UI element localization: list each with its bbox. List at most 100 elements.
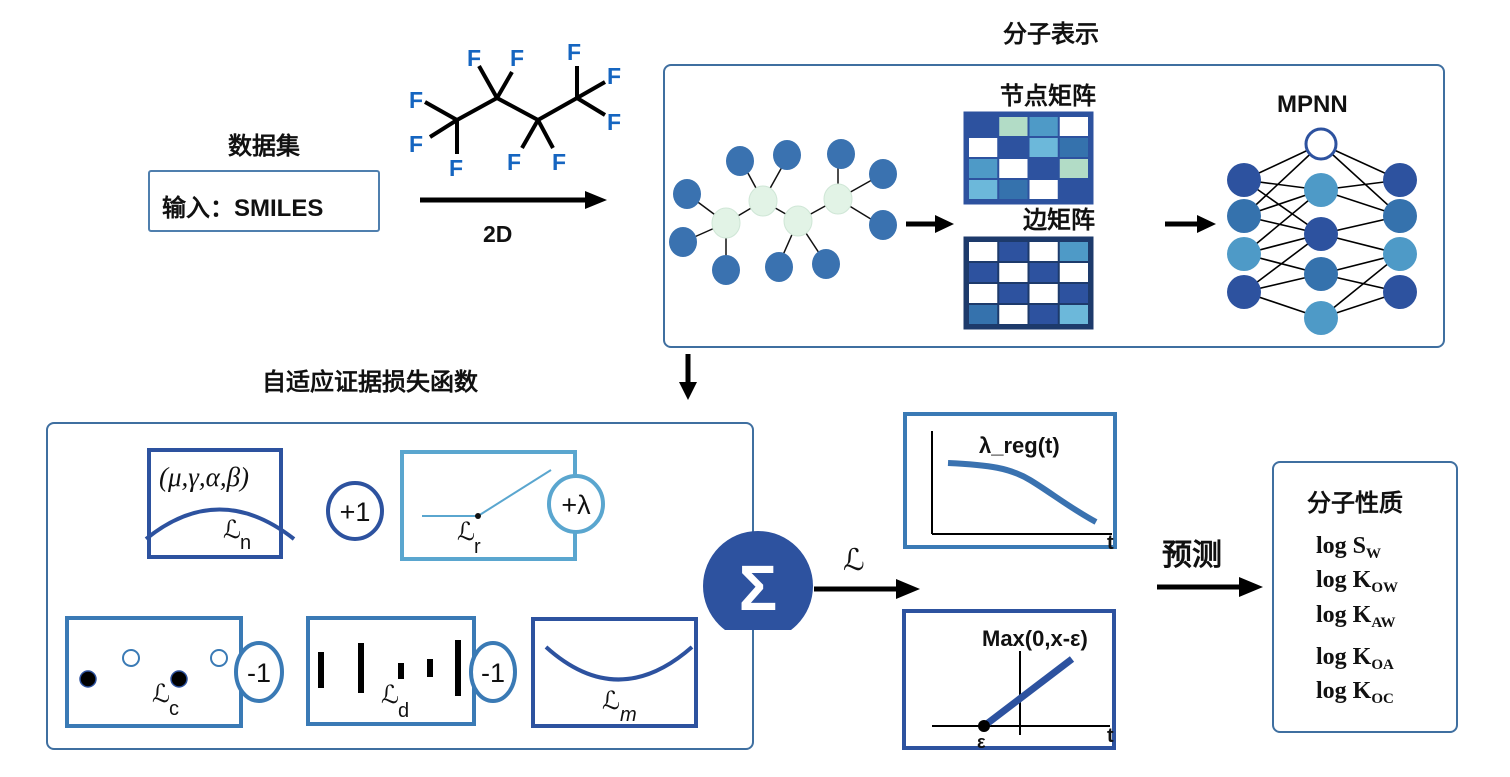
ld-subscript: d [398, 700, 409, 722]
graph-node-fluorine [765, 252, 793, 282]
arrow-head-icon [1239, 577, 1263, 597]
graph-node-fluorine [827, 139, 855, 169]
lambda-reg-title: λ_reg(t) [979, 433, 1060, 458]
fluorine-atom: F [607, 63, 621, 89]
property-item: log KOW [1316, 567, 1398, 597]
loss-component-regularizer: ℒ r +λ [400, 450, 605, 561]
sum-circle [703, 531, 813, 630]
max-hinge-plot: Max(0,x-ε) ε t [902, 609, 1116, 752]
mpnn-hidden-layer [1304, 127, 1338, 335]
fluorine-atom: F [467, 45, 481, 71]
matrix-cell [969, 180, 998, 199]
graph-edges [682, 157, 880, 265]
arrow-graph-to-matrix [906, 215, 954, 233]
loss-component-diversity: ℒ d -1 [306, 616, 517, 726]
bar-mark [358, 643, 364, 693]
property-sub: W [1366, 546, 1382, 562]
weight-badge-c [234, 641, 284, 703]
mpnn-neuron [1383, 275, 1417, 309]
mpnn-title: MPNN [1277, 91, 1348, 118]
bar-mark [318, 652, 324, 688]
arrow-predict [1157, 577, 1263, 597]
dataset-input-label: 输入：SMILES [162, 195, 324, 222]
fluorine-atom: F [510, 45, 524, 71]
matrix-cell [969, 284, 998, 303]
graph-node-carbon [711, 207, 741, 239]
property-base: log K [1316, 602, 1372, 628]
graph-node-fluorine [726, 146, 754, 176]
matrix-cell [1029, 117, 1058, 136]
loss-component-nig: (μ,γ,α,β) ℒ n +1 [144, 448, 384, 559]
matrix-cell [1059, 138, 1088, 157]
ld-symbol: ℒ [381, 681, 399, 709]
fluorine-atom: F [507, 149, 521, 175]
matrix-cell [999, 138, 1028, 157]
mpnn-neuron-bias [1304, 127, 1338, 161]
weight-n-label: +1 [340, 497, 371, 527]
property-base: log K [1316, 678, 1372, 704]
total-loss-label: ℒ [843, 544, 865, 577]
weight-badge-n [326, 481, 384, 541]
properties-panel: 分子性质 log SW log KOW log KAW log KOA log … [1272, 461, 1458, 733]
arrow-representation-to-loss [679, 354, 697, 400]
lambda-reg-plot: λ_reg(t) t [903, 412, 1117, 553]
graph-node-fluorine [812, 249, 840, 279]
matrix-cell [969, 305, 998, 324]
mpnn-output-layer [1383, 163, 1417, 309]
graph-node-fluorine [773, 140, 801, 170]
weight-r-label: +λ [561, 490, 591, 520]
filled-point [170, 670, 188, 688]
fluorine-atom: F [449, 155, 463, 181]
lr-symbol: ℒ [457, 518, 475, 546]
loss-component-calibration: ℒ c -1 [65, 616, 284, 728]
molecule-bonds [424, 65, 607, 154]
weight-badge-d [469, 641, 517, 703]
lr-kink-point [475, 513, 481, 519]
matrix-cell [969, 117, 998, 136]
lc-symbol: ℒ [152, 680, 170, 708]
weight-d-label: -1 [481, 658, 505, 688]
dataset-title: 数据集 [228, 133, 300, 160]
mpnn-neuron [1304, 257, 1338, 291]
fluorine-atom: F [552, 149, 566, 175]
representation-graphics: 节点矩阵 边矩阵 MPNN [669, 82, 1417, 335]
mpnn-neuron [1227, 199, 1261, 233]
mpnn-neuron [1227, 163, 1261, 197]
matrix-cell [969, 242, 998, 261]
matrix-cell [1029, 180, 1058, 199]
graph-node-fluorine [673, 179, 701, 209]
mpnn-neuron [1383, 163, 1417, 197]
matrix-cell [969, 263, 998, 282]
filled-point [79, 670, 97, 688]
fluorine-atom: F [607, 109, 621, 135]
matrix-cell [999, 159, 1028, 178]
matrix-cell [1059, 180, 1088, 199]
ln-subscript: n [240, 532, 251, 554]
matrix-cell [1059, 305, 1088, 324]
perfluorobutane-structure: F F F F F F F F F F 2D [409, 39, 621, 247]
ln-symbol: ℒ [223, 516, 241, 544]
graph-node-fluorine [712, 255, 740, 285]
graph-node-fluorine [869, 210, 897, 240]
mpnn-neuron [1227, 237, 1261, 271]
matrix-cell [1059, 159, 1088, 178]
mse-curve [544, 645, 694, 682]
lm-subscript: m [620, 704, 637, 726]
property-base: log S [1316, 533, 1367, 559]
matrix-cell [1059, 284, 1088, 303]
graph-node-carbon [783, 205, 813, 237]
property-sub: AW [1371, 615, 1396, 631]
matrix-cell [1059, 263, 1088, 282]
matrix-cell [1059, 117, 1088, 136]
hollow-point [210, 649, 228, 667]
arrow-head-icon [1197, 215, 1216, 233]
epsilon-point [978, 720, 990, 732]
node-matrix [963, 111, 1094, 205]
bar-mark [427, 659, 433, 677]
representation-title: 分子表示 [1003, 21, 1099, 48]
matrix-cell [1029, 305, 1058, 324]
lm-symbol: ℒ [602, 687, 620, 715]
lr-subscript: r [474, 536, 481, 558]
nig-params: (μ,γ,α,β) [159, 462, 249, 492]
dataset-input-box: 输入：SMILES [148, 170, 380, 232]
